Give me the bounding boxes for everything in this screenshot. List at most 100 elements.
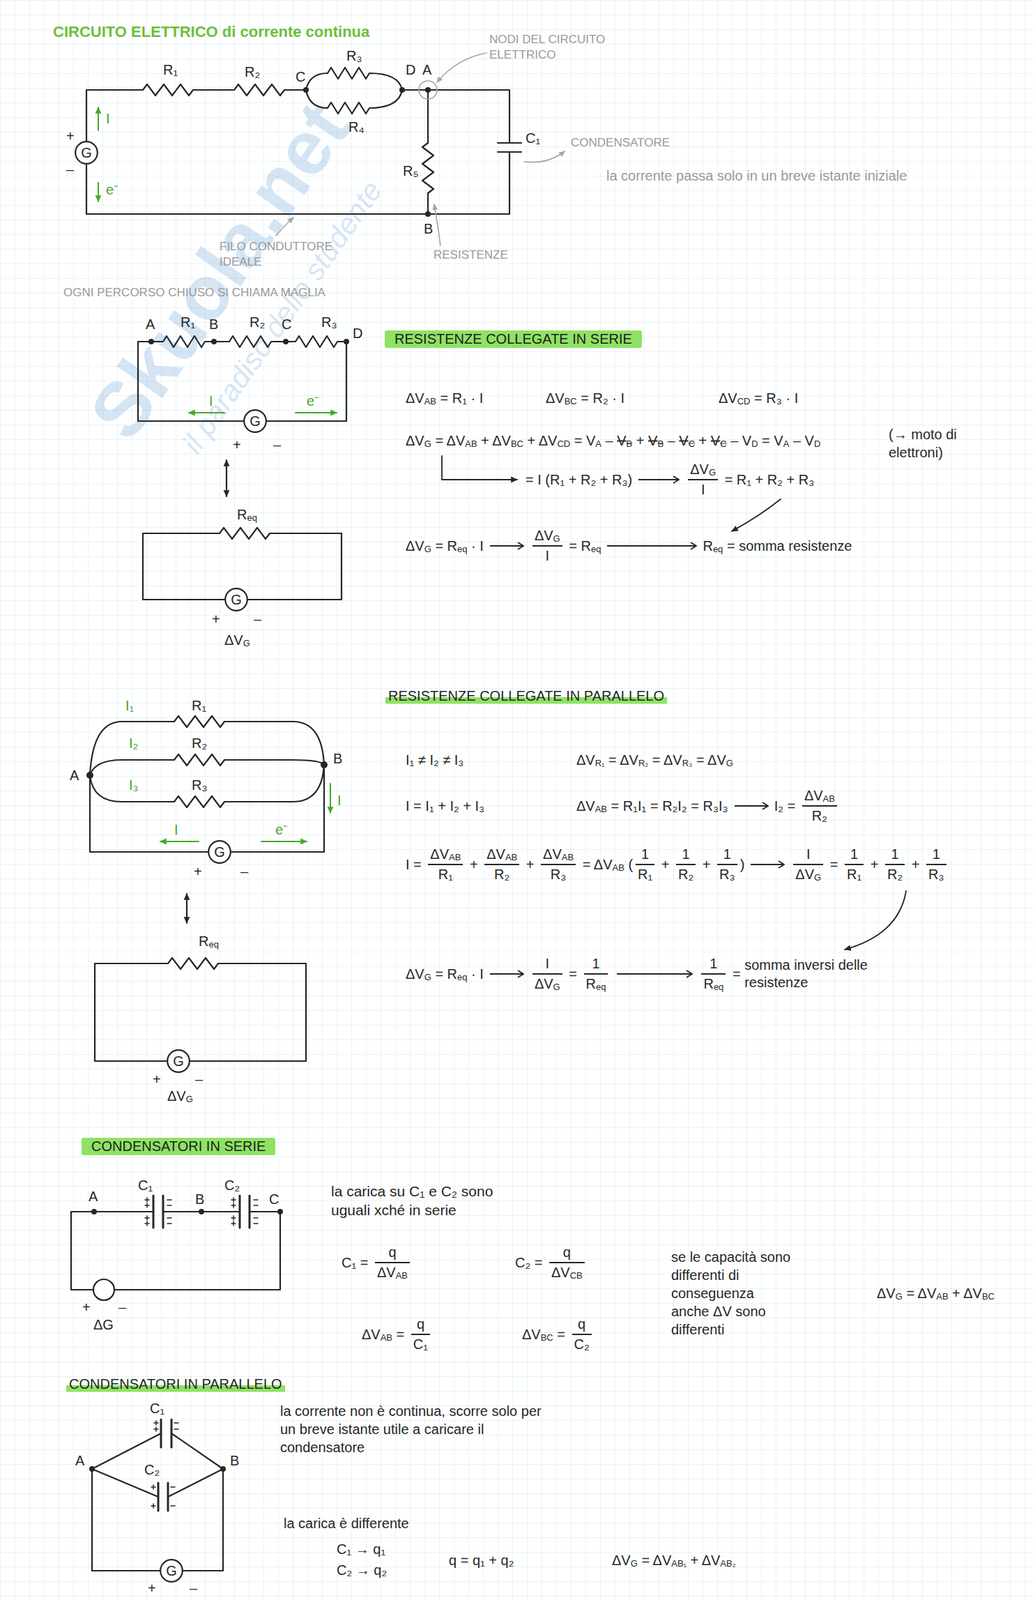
formula-text: q	[416, 1315, 425, 1332]
wire	[142, 527, 342, 600]
numerator: 1	[707, 955, 720, 972]
numerator: 1	[721, 846, 734, 863]
denominator: R₂	[492, 866, 512, 883]
subscript: CD	[556, 439, 571, 450]
derivation-arrow	[844, 890, 907, 950]
formula-text: C₂	[574, 1336, 590, 1353]
formula-text: q	[577, 1315, 586, 1332]
wire	[86, 89, 510, 214]
formula-text: ΔV	[405, 390, 425, 407]
numerator: ΔVG	[532, 527, 563, 544]
text-row: R₂	[191, 735, 207, 752]
formula-text: ΔV	[522, 1326, 541, 1343]
fraction-bar	[701, 972, 726, 975]
numerator: q	[561, 1244, 573, 1261]
text-row: ΔVG	[224, 632, 251, 649]
numerator: I	[804, 846, 813, 863]
arrow-shaft	[750, 863, 784, 865]
note-text: (→ moto di elettroni)	[888, 426, 957, 460]
text-row: ΔVBC = R₂ · I	[545, 390, 625, 407]
formula-text: R	[703, 975, 713, 992]
text-row: e⁻	[306, 393, 320, 410]
note-text: la carica su C₁ e C₂ sono uguali xché in…	[331, 1182, 493, 1218]
formula-text: )	[740, 856, 746, 873]
formula-text: 1	[932, 846, 941, 863]
node-text: G	[80, 144, 92, 161]
text-row: R₃	[321, 314, 338, 331]
text-row: C₂ = qΔVCB	[515, 1244, 588, 1281]
subscript: eq	[208, 939, 219, 950]
formula-text: ΔV	[876, 1285, 896, 1302]
formula-text: C₂ =	[515, 1254, 547, 1271]
highlight-band: CONDENSATORI IN SERIE	[81, 1137, 276, 1155]
label-text: –	[66, 161, 74, 178]
formula-text: I	[545, 547, 550, 564]
denominator: R₁	[635, 866, 655, 883]
leader-line	[437, 52, 487, 83]
formula-text: 1	[723, 846, 732, 863]
formula-text: +	[522, 856, 539, 873]
fraction: 1R₂	[885, 846, 905, 883]
formula-text: – V	[726, 432, 753, 449]
formula-text: =	[553, 1326, 570, 1343]
label-text: C	[295, 69, 306, 86]
text-row: D	[405, 62, 416, 79]
leader-line	[276, 217, 294, 236]
formula-text: I	[701, 481, 706, 498]
text-row: ΔVAB = R₁ · I	[405, 390, 483, 407]
formula-text: R₃	[550, 866, 567, 883]
formula-text: R₂	[678, 866, 694, 883]
text-row: ΔVR₁ = ΔVR₂ = ΔVR₃ = ΔVG	[576, 752, 734, 769]
formula-text: = R₁ · I	[436, 390, 483, 407]
numerator: 1	[639, 846, 651, 863]
subscript: eq	[595, 982, 606, 993]
current-arrows	[98, 107, 337, 842]
label-text: –	[273, 437, 281, 454]
denominator: I	[699, 481, 708, 498]
note-text: somma inversi delle resistenze	[744, 956, 919, 992]
denominator: R₂	[809, 807, 830, 824]
subscript: R₁	[595, 758, 605, 769]
text-row: R₄	[348, 119, 365, 136]
junction-dot	[425, 211, 431, 217]
node-ring	[418, 80, 437, 99]
fraction: ΔVGI	[687, 461, 718, 498]
formula-text: =	[565, 966, 582, 983]
text-row: A	[75, 1452, 85, 1469]
fraction-bar	[687, 478, 718, 481]
numerator: q	[414, 1315, 427, 1332]
text-row: ΔVG = Req · IΔVGI = ReqReq = somma resis…	[405, 527, 852, 564]
resistor-branch	[89, 764, 325, 808]
arrow-head	[686, 970, 693, 978]
text-row: –	[118, 1299, 127, 1316]
label-text: R₃	[346, 48, 363, 65]
arrow-shaft	[607, 545, 696, 547]
fraction-bar	[844, 863, 864, 865]
label-text: B	[423, 220, 433, 237]
formula-text: ΔV	[690, 461, 709, 478]
formula-text: =	[728, 966, 745, 983]
formula-text: ΔV	[611, 1552, 631, 1569]
formula-text: +	[698, 856, 715, 873]
fraction-bar	[885, 863, 905, 865]
text-row: CONDENSATORE	[570, 135, 670, 150]
text-row: RESISTENZE COLLEGATE IN PARALLELO	[385, 687, 667, 704]
fraction-bar	[572, 1333, 592, 1335]
note-text: la corrente non è continua, scorre solo …	[280, 1403, 542, 1455]
formula-text: R₂	[494, 866, 510, 883]
fraction: 1Req	[701, 955, 726, 992]
junction-dot	[91, 1208, 97, 1215]
numerator: ΔVAB	[427, 846, 463, 863]
subscript: AB	[448, 852, 461, 863]
subscript: G	[186, 1094, 194, 1105]
label-text: e⁻	[275, 821, 288, 838]
fraction: qC₂	[572, 1315, 592, 1353]
label-text: –	[118, 1299, 127, 1316]
formula-text: R₂	[887, 866, 903, 883]
label-text: e⁻	[105, 181, 119, 198]
wire	[138, 335, 347, 421]
fraction: 1R₃	[926, 846, 947, 883]
fraction: ΔVABR₃	[540, 846, 576, 883]
junction-dot	[220, 1465, 226, 1472]
